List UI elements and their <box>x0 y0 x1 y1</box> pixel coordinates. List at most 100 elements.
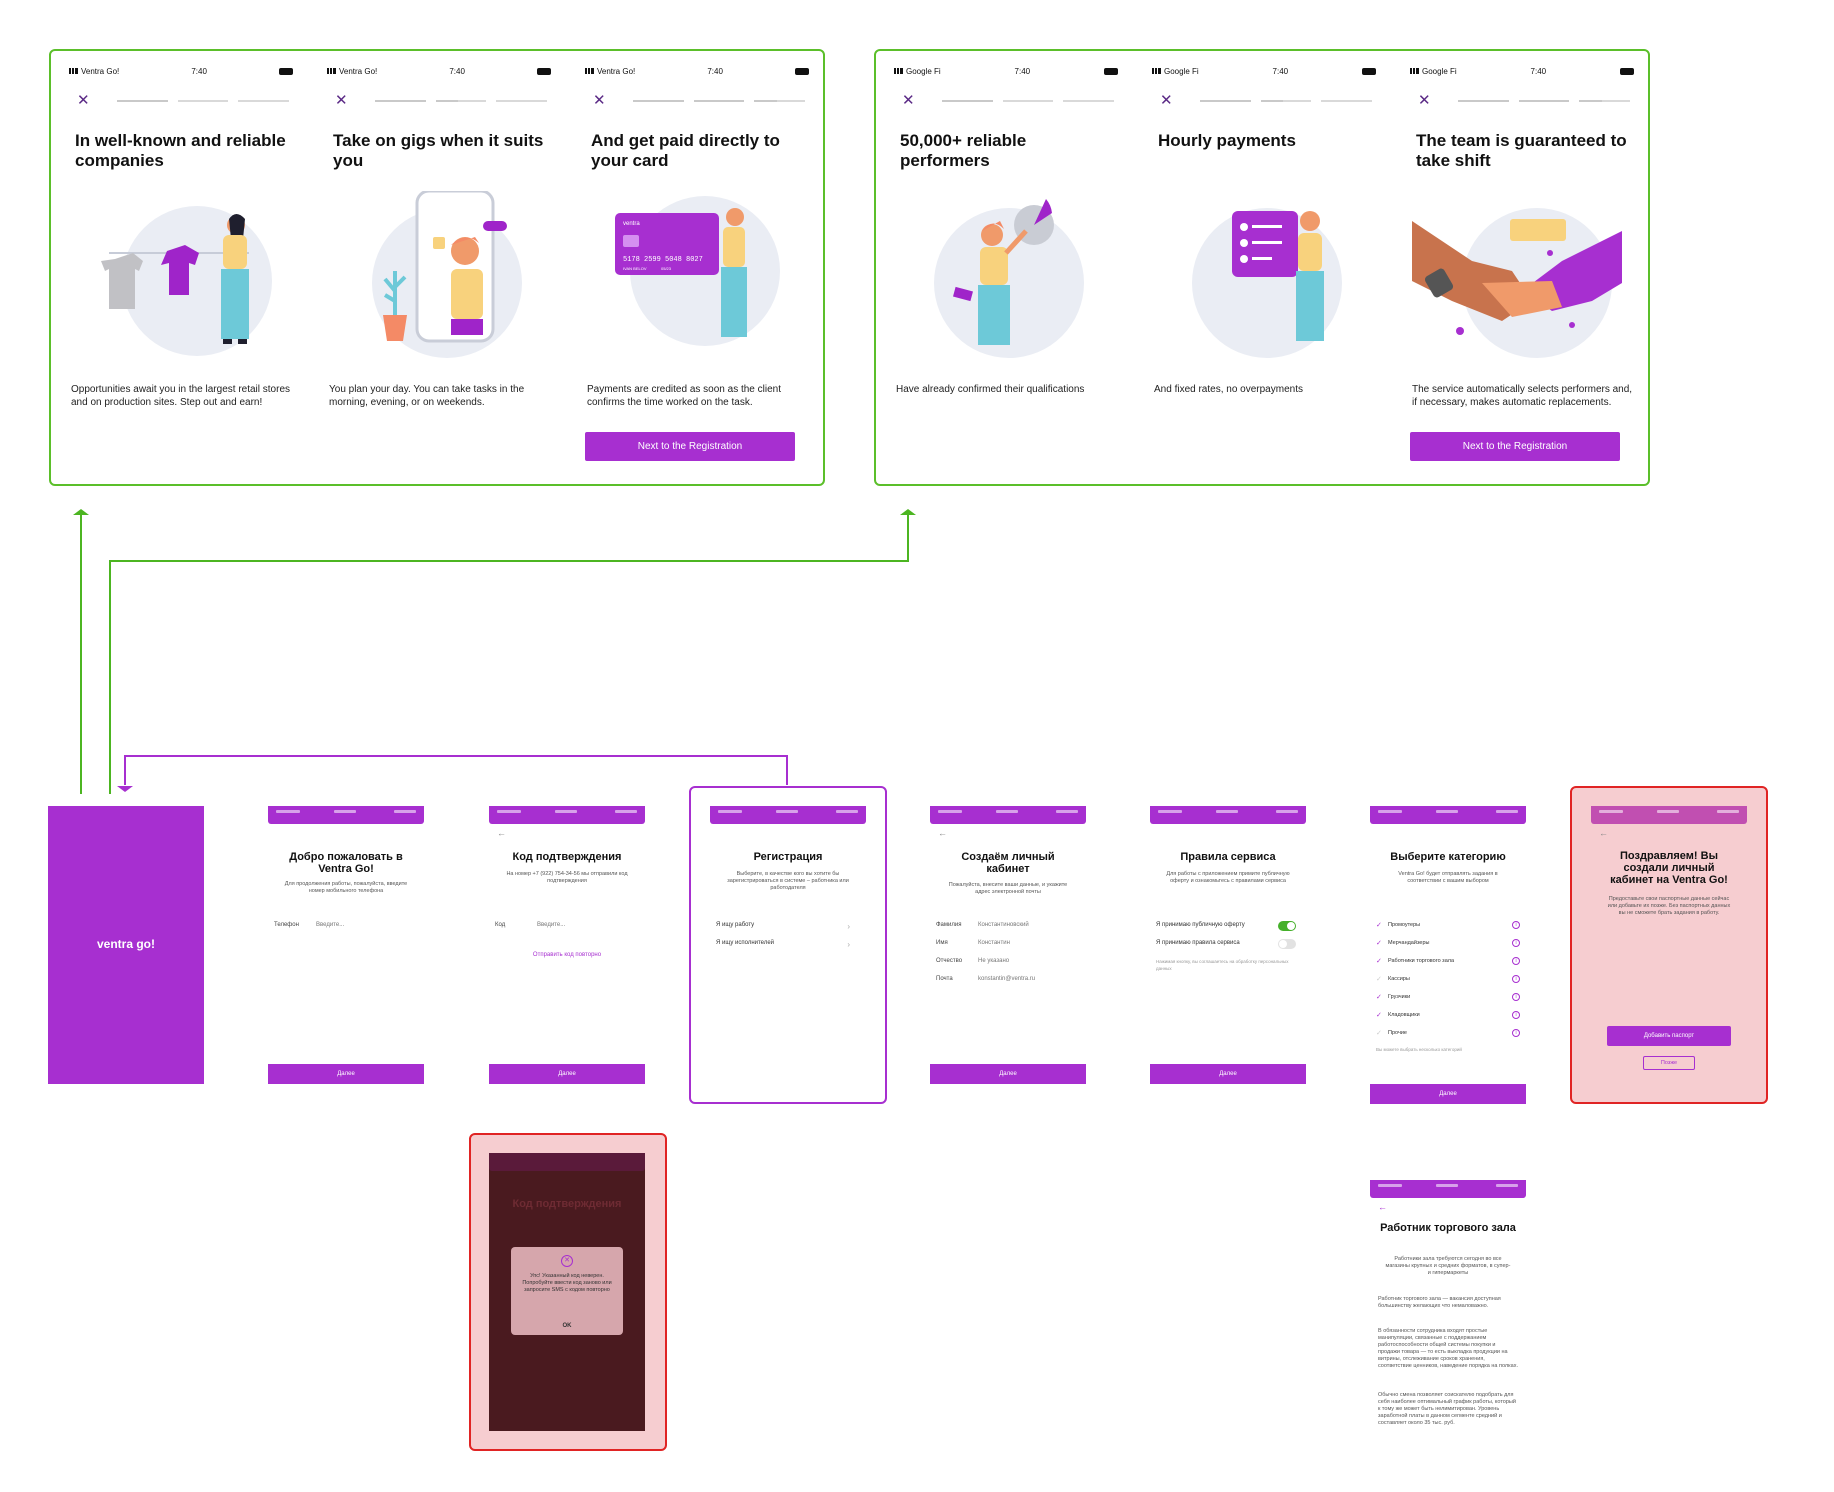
field-value[interactable]: Константин <box>978 940 1010 946</box>
onboarding-description: The service automatically selects perfor… <box>1412 384 1633 408</box>
check-icon: ✓ <box>1376 976 1382 983</box>
status-bar <box>1591 806 1747 824</box>
create-account-screen: ← Создаём личный кабинет Пожалуйста, вне… <box>930 806 1086 1084</box>
next-registration-button[interactable]: Next to the Registration <box>585 432 795 461</box>
status-bar <box>1150 806 1306 824</box>
check-icon: ✓ <box>1376 958 1382 965</box>
info-icon[interactable]: i <box>1512 1029 1520 1037</box>
connector-arrow <box>786 755 788 785</box>
back-arrow-icon[interactable]: ← <box>1599 828 1608 838</box>
category-label: Грузчики <box>1388 994 1411 1000</box>
category-item[interactable]: ✓ Кассиры i <box>1376 974 1520 984</box>
close-icon[interactable]: ✕ <box>1418 92 1431 109</box>
onboarding-title: The team is guaranteed to take shift <box>1416 131 1627 170</box>
field-value[interactable]: Не указано <box>978 958 1010 964</box>
battery-icon <box>1619 67 1634 75</box>
onboarding-title: Hourly payments <box>1158 131 1296 150</box>
phone-input[interactable]: Введите... <box>316 922 345 928</box>
category-screen: Выберите категорию Ventra Go! будет отпр… <box>1370 806 1526 1104</box>
error-message: Упс! Указанный код неверен. Попробуйте в… <box>522 1273 612 1293</box>
back-arrow-icon[interactable]: ← <box>497 828 506 838</box>
next-button[interactable]: Далее <box>1150 1064 1306 1084</box>
next-button[interactable]: Далее <box>268 1064 424 1084</box>
close-icon[interactable]: ✕ <box>593 92 606 109</box>
resend-code-link[interactable]: Отправить код повторно <box>532 952 602 958</box>
app-logo: ventra go! <box>96 937 155 951</box>
verification-code-screen: ← Код подтверждения На номер +7 (922) 75… <box>489 806 645 1084</box>
option-label: Я ищу исполнителей <box>716 940 775 946</box>
close-icon[interactable]: ✕ <box>902 92 915 109</box>
back-arrow-icon[interactable]: ← <box>938 828 947 838</box>
back-arrow-icon[interactable]: ← <box>1378 1202 1387 1212</box>
info-icon[interactable]: i <box>1512 1011 1520 1019</box>
add-passport-button[interactable]: Добавить паспорт <box>1607 1026 1731 1046</box>
next-button[interactable]: Далее <box>1370 1084 1526 1104</box>
page-subtitle: На номер +7 (922) 754-34-56 мы отправили… <box>506 871 628 884</box>
status-bar <box>268 806 424 824</box>
close-icon[interactable]: ✕ <box>335 92 348 109</box>
card-holder: IVAN BELOV <box>623 266 647 271</box>
later-button[interactable]: Позже <box>1643 1056 1695 1070</box>
close-icon[interactable]: ✕ <box>77 92 90 109</box>
page-subtitle: Пожалуйста, внесите ваши данные, и укажи… <box>948 882 1068 895</box>
ok-button[interactable]: OK <box>562 1323 572 1329</box>
info-icon[interactable]: i <box>1512 939 1520 947</box>
info-icon[interactable]: i <box>1512 993 1520 1001</box>
status-bar: Google Fi 7:40 <box>1410 65 1634 77</box>
code-input[interactable]: Введите... <box>537 922 566 928</box>
carrier-label: Ventra Go! <box>69 67 119 76</box>
status-bar: Ventra Go! 7:40 <box>327 65 551 77</box>
page-subtitle: Предоставьте свои паспортные данные сейч… <box>1607 896 1731 916</box>
info-icon[interactable]: i <box>1512 975 1520 983</box>
status-bar <box>1370 1180 1526 1198</box>
close-icon[interactable]: ✕ <box>1160 92 1173 109</box>
info-icon[interactable]: i <box>1512 921 1520 929</box>
battery-icon <box>794 67 809 75</box>
next-button[interactable]: Далее <box>489 1064 645 1084</box>
next-button[interactable]: Далее <box>930 1064 1086 1084</box>
category-label: Работники торгового зала <box>1388 958 1455 964</box>
category-detail-screen: ← Работник торгового зала Работники зала… <box>1370 1180 1526 1464</box>
clock: 7:40 <box>191 66 207 76</box>
page-title: Создаём личный кабинет <box>961 851 1055 875</box>
onboarding-title: And get paid directly to your card <box>591 131 780 170</box>
phone-field[interactable]: Телефон Введите... <box>274 922 416 932</box>
field-value[interactable]: Константиновский <box>978 922 1029 928</box>
field-value[interactable]: konstantin@ventra.ru <box>978 976 1036 982</box>
progress-dots <box>1458 100 1631 102</box>
progress-dots <box>942 100 1115 102</box>
connector-arrow <box>80 512 82 794</box>
splash-screen: ventra go! <box>48 806 204 1084</box>
info-icon[interactable]: i <box>1512 957 1520 965</box>
connector-arrow <box>109 560 909 562</box>
battery-icon <box>1103 67 1118 75</box>
category-item[interactable]: ✓ Работники торгового зала i <box>1376 956 1520 966</box>
clock: 7:40 <box>1530 66 1547 76</box>
next-registration-button[interactable]: Next to the Registration <box>1410 432 1620 461</box>
category-label: Кассиры <box>1388 976 1410 982</box>
onboarding-description: And fixed rates, no overpayments <box>1154 384 1303 395</box>
toggle-label: Я принимаю публичную оферту <box>1156 922 1245 928</box>
page-title: Правила сервиса <box>1180 851 1276 863</box>
offer-toggle[interactable] <box>1278 921 1296 931</box>
progress-dots <box>117 100 290 102</box>
check-icon: ✓ <box>1376 940 1382 947</box>
rules-toggle[interactable] <box>1278 939 1296 949</box>
code-field[interactable]: Код Введите... <box>495 922 637 932</box>
onboarding-description: Payments are credited as soon as the cli… <box>587 384 781 408</box>
arrow-head-down <box>117 786 133 792</box>
option-worker[interactable]: Я ищу работу› <box>716 922 858 932</box>
performers-illustration <box>934 199 1084 358</box>
connector-arrow <box>907 512 909 562</box>
status-bar: Ventra Go! 7:40 <box>585 65 809 77</box>
option-employer[interactable]: Я ищу исполнителей› <box>716 940 858 950</box>
